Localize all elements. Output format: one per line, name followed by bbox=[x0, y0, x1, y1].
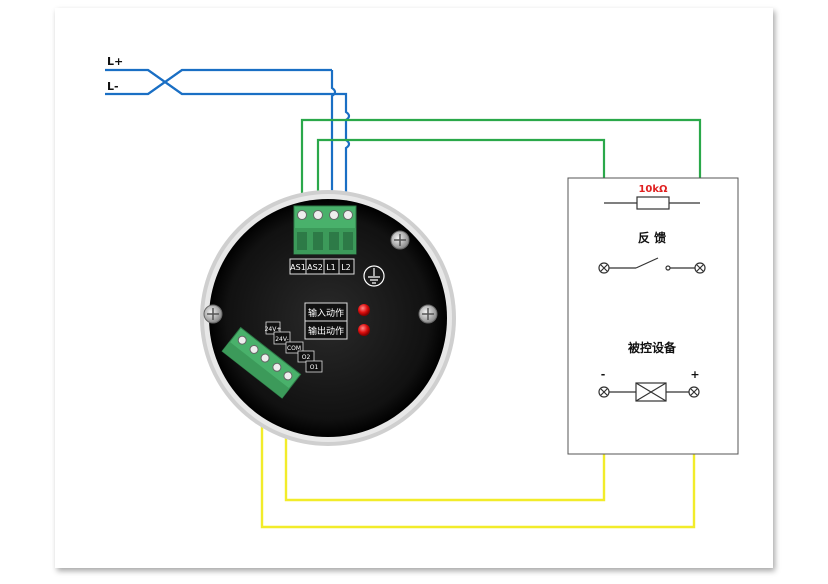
screw-icon bbox=[390, 230, 410, 250]
side-terminal-block bbox=[221, 326, 302, 399]
line-negative-label: L- bbox=[107, 80, 119, 93]
resistor-value: 10kΩ bbox=[638, 184, 668, 195]
input-action-label: 输入动作 bbox=[308, 307, 344, 319]
screw-icon bbox=[418, 304, 438, 324]
terminal-label-24vplus: 24V+ bbox=[265, 326, 282, 333]
led-icon bbox=[358, 324, 370, 336]
terminal-label-o1: O1 bbox=[310, 364, 319, 371]
terminal-label-l2: L2 bbox=[341, 263, 351, 272]
feedback-label: 反 馈 bbox=[638, 230, 666, 245]
led-icon bbox=[358, 304, 370, 316]
switch-icon bbox=[598, 257, 706, 274]
terminal-label-o2: O2 bbox=[302, 354, 311, 361]
screw-icon bbox=[203, 304, 223, 324]
top-terminal-labels: AS1 AS2 L1 L2 bbox=[289, 258, 355, 275]
load-icon bbox=[598, 382, 700, 402]
output-action-label: 输出动作 bbox=[308, 325, 344, 337]
controlled-equipment-box bbox=[567, 177, 739, 455]
terminal-label-com: COM bbox=[287, 345, 301, 352]
terminal-label-as1: AS1 bbox=[290, 263, 306, 272]
ground-icon bbox=[363, 265, 385, 287]
top-terminal-block bbox=[293, 205, 357, 255]
line-positive-label: L+ bbox=[107, 55, 123, 68]
terminal-label-l1: L1 bbox=[326, 263, 336, 272]
side-terminal-labels: 24V+ 24V- COM O2 O1 bbox=[265, 321, 323, 373]
actuator-body: AS1 AS2 L1 L2 输入动作 输出动作 24V+ 24V- COM O2 bbox=[200, 190, 456, 446]
device-minus-label: - bbox=[601, 368, 606, 381]
terminal-label-as2: AS2 bbox=[307, 263, 323, 272]
feedback-resistor bbox=[604, 196, 700, 210]
device-label: 被控设备 bbox=[628, 340, 677, 355]
device-plus-label: + bbox=[690, 368, 699, 381]
terminal-label-24vminus: 24V- bbox=[275, 336, 289, 343]
